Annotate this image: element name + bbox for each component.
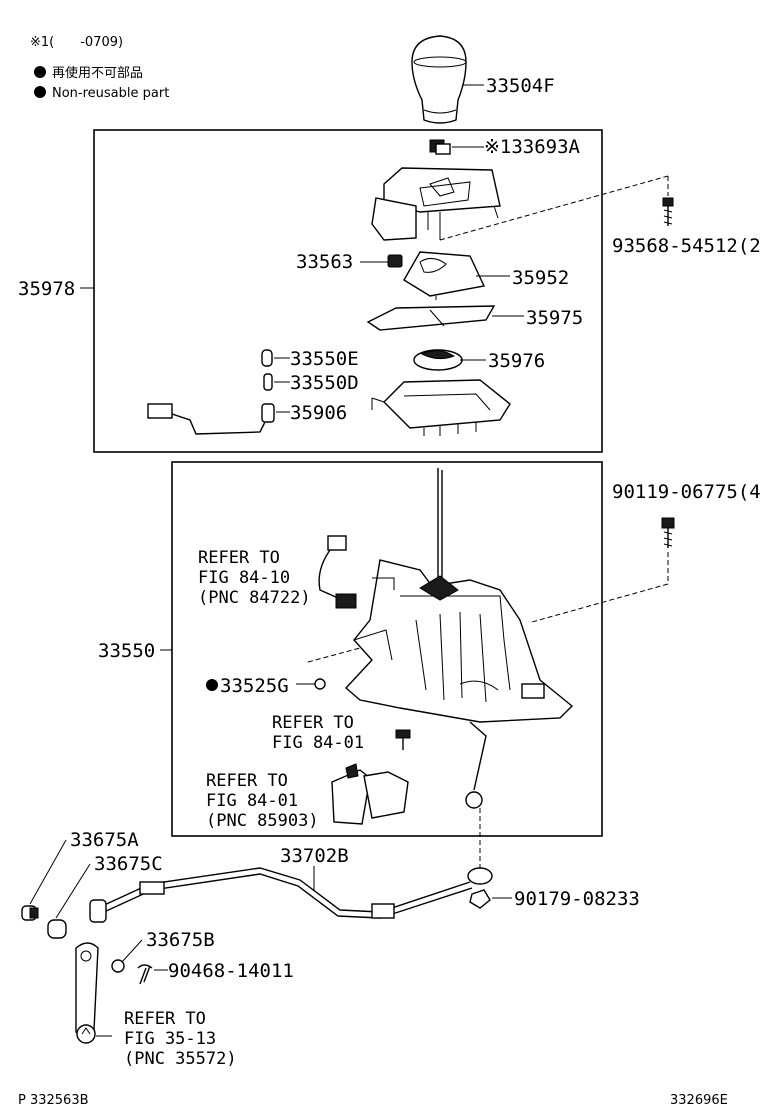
clip-90468-drawing [137, 964, 153, 985]
part-label-35978: 35978 [18, 278, 75, 300]
lower-assembly-box [171, 461, 603, 837]
indicator-housing-drawing [371, 167, 501, 241]
part-label-35975: 35975 [526, 307, 583, 329]
part-label-33550E: 33550E [290, 348, 359, 370]
part-label-33693A: ※133693A [484, 136, 581, 158]
part-label-33563: 33563 [296, 251, 353, 273]
lever-arm-35572-drawing [75, 942, 99, 1044]
switch-85903-drawing [331, 763, 409, 825]
connector-84722-drawing [318, 535, 357, 609]
upper-base-housing-drawing [371, 379, 511, 436]
legend-text-jp: 再使用不可部品 [52, 65, 143, 81]
legend-text-en: Non-reusable part [52, 86, 169, 101]
bushing-33675A-drawing [21, 905, 39, 921]
refer-3-line-3: (PNC 85903) [206, 811, 319, 831]
nonreusable-bullet-icon [206, 679, 218, 691]
part-label-33675B: 33675B [146, 929, 215, 951]
bushing-33675C-drawing [47, 919, 67, 939]
bolt-93568-drawing [662, 197, 674, 226]
washer-33525G-drawing [314, 678, 326, 690]
refer-3-line-1: REFER TO [206, 771, 288, 791]
part-label-93568: 93568-54512(2) [612, 235, 760, 257]
refer-4-line-1: REFER TO [124, 1009, 206, 1029]
refer-3-line-2: FIG 84-01 [206, 791, 298, 811]
part-label-90179: 90179-08233 [514, 888, 640, 910]
part-35976-drawing [413, 349, 463, 371]
nut-90179-drawing [469, 889, 491, 909]
footer-right-code: 332696E [670, 1093, 728, 1108]
part-label-33550D: 33550D [290, 372, 359, 394]
part-label-35952: 35952 [512, 267, 569, 289]
refer-2-line-1: REFER TO [272, 713, 354, 733]
refer-4-line-3: (PNC 35572) [124, 1049, 237, 1069]
cover-35975-drawing [366, 305, 496, 331]
part-label-33504F: 33504F [486, 75, 555, 97]
plate-35952-drawing [403, 251, 486, 300]
refer-1-line-1: REFER TO [198, 548, 280, 568]
note-code: ※1( -0709) [30, 35, 123, 50]
refer-2-line-2: FIG 84-01 [272, 733, 364, 753]
part-label-35906: 35906 [290, 402, 347, 424]
cable-33702B-drawing [89, 867, 493, 923]
bulb-33550D-drawing [263, 373, 273, 391]
part-33563-drawing [387, 254, 403, 268]
part-label-33702B: 33702B [280, 845, 349, 867]
legend-bullet-icon [34, 86, 46, 98]
part-label-33525G: 33525G [220, 675, 289, 697]
bulb-33550E-drawing [261, 349, 273, 367]
footer-left-code: P 332563B [18, 1093, 89, 1108]
part-label-90119: 90119-06775(4) [612, 481, 760, 503]
part-label-33675C: 33675C [94, 853, 163, 875]
legend-bullet-icon [34, 66, 46, 78]
part-label-33675A: 33675A [70, 829, 139, 851]
wire-35906-drawing [147, 403, 275, 435]
part-label-33550: 33550 [98, 640, 155, 662]
refer-1-line-3: (PNC 84722) [198, 588, 311, 608]
shift-knob-drawing [411, 35, 467, 124]
part-label-90468: 90468-14011 [168, 960, 294, 982]
bushing-33675B-drawing [111, 959, 125, 973]
shift-lever-assembly-drawing [344, 468, 574, 809]
upper-assembly-box [93, 129, 603, 453]
screw-84-01-drawing [395, 729, 411, 750]
refer-1-line-2: FIG 84-10 [198, 568, 290, 588]
part-label-35976: 35976 [488, 350, 545, 372]
clip-33693A-drawing [429, 139, 451, 155]
refer-4-line-2: FIG 35-13 [124, 1029, 216, 1049]
bolt-90119-drawing [661, 517, 675, 548]
